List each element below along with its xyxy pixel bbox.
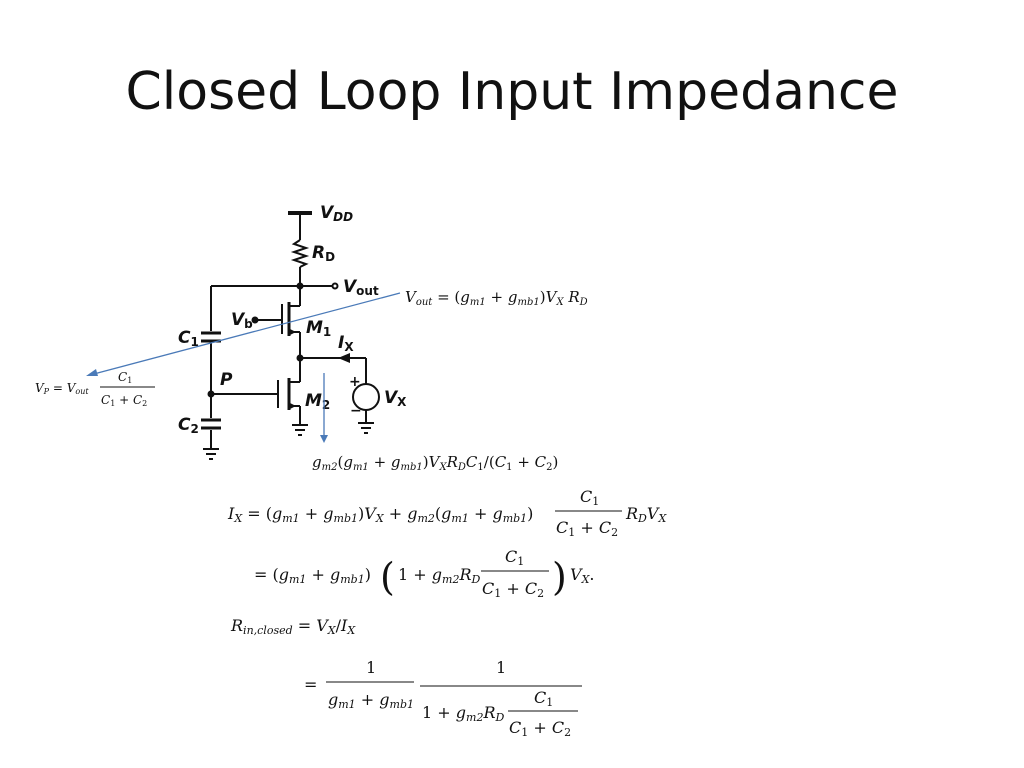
svg-text:C1: C1 — [534, 688, 553, 709]
svg-text:1 + gm2RD: 1 + gm2RD — [422, 703, 505, 724]
vout-equation: Vout = (gm1 + gmb1)VX RD — [405, 288, 588, 308]
slide-title: Closed Loop Input Impedance — [125, 62, 899, 122]
ix-equation-line2: = (gm1 + gmb1) ( 1 + gm2RD C1 C1 + C2 ) … — [254, 547, 595, 600]
svg-text:gm1 + gmb1: gm1 + gmb1 — [328, 690, 414, 711]
svg-text:C1 + C2: C1 + C2 — [509, 718, 571, 739]
svg-text:Rin,closed = VX/IX: Rin,closed = VX/IX — [230, 616, 356, 637]
vout-terminal — [331, 282, 339, 290]
svg-text:VP = Vout: VP = Vout — [35, 381, 89, 396]
ix-equation-line1: IX = (gm1 + gmb1)VX + gm2(gm1 + gmb1) C1… — [227, 487, 667, 539]
vb-label: Vb — [231, 310, 253, 331]
p-label: P — [220, 370, 233, 390]
svg-text:IX = (gm1 + gmb1)VX + gm2(gm1: IX = (gm1 + gmb1)VX + gm2(gm1 + gmb1) — [227, 504, 533, 525]
svg-text:gm2(gm1 + gmb1)VXRDC1/(C1 + C2: gm2(gm1 + gmb1)VXRDC1/(C1 + C2) — [312, 453, 558, 473]
vx-plus: + — [349, 374, 361, 390]
circuit-labels: VDD RD Vout Vb M1 C1 IX P + − VX M2 C2 — [178, 203, 407, 436]
vx-label: VX — [384, 388, 407, 409]
svg-text:VX.: VX. — [570, 565, 595, 586]
svg-text:Vout = (gm1 + gmb1)VX RD: Vout = (gm1 + gmb1)VX RD — [405, 288, 588, 308]
circuit-schematic — [201, 211, 380, 460]
svg-text:C1 + C2: C1 + C2 — [482, 579, 544, 600]
svg-text:= (gm1 + gmb1): = (gm1 + gmb1) — [254, 565, 371, 586]
svg-text:): ) — [552, 555, 567, 599]
c1-label: C1 — [178, 328, 199, 349]
svg-text:C1 + C2: C1 + C2 — [556, 518, 618, 539]
m2-current-expression: gm2(gm1 + gmb1)VXRDC1/(C1 + C2) — [312, 453, 558, 473]
m1-label: M1 — [306, 318, 331, 339]
svg-text:1: 1 — [366, 658, 376, 677]
vx-minus: − — [350, 403, 362, 419]
rd-label: RD — [312, 243, 335, 264]
svg-text:1 + gm2RD: 1 + gm2RD — [398, 565, 481, 586]
vout-label: Vout — [343, 277, 379, 298]
vb-terminal — [251, 316, 259, 324]
svg-text:C1: C1 — [580, 487, 599, 508]
annotation-arrows — [86, 292, 401, 443]
svg-text:1: 1 — [496, 658, 506, 677]
diagonal-arrow — [89, 292, 401, 376]
rin-result: = 1 gm1 + gmb1 1 1 + gm2RD C1 C1 + C2 — [304, 658, 582, 739]
svg-text:C1: C1 — [118, 370, 132, 385]
ix-label: IX — [338, 333, 354, 354]
svg-text:RDVX: RDVX — [625, 504, 667, 525]
svg-text:=: = — [304, 675, 317, 694]
ix-arrow — [338, 353, 350, 363]
svg-text:C1: C1 — [505, 547, 524, 568]
rin-definition: Rin,closed = VX/IX — [230, 616, 356, 637]
m2-label: M2 — [305, 391, 330, 412]
svg-text:C1 + C2: C1 + C2 — [101, 393, 147, 408]
rd-resistor — [290, 239, 310, 268]
c2-label: C2 — [178, 415, 199, 436]
vdd-label: VDD — [320, 203, 353, 224]
svg-text:(: ( — [380, 555, 395, 599]
